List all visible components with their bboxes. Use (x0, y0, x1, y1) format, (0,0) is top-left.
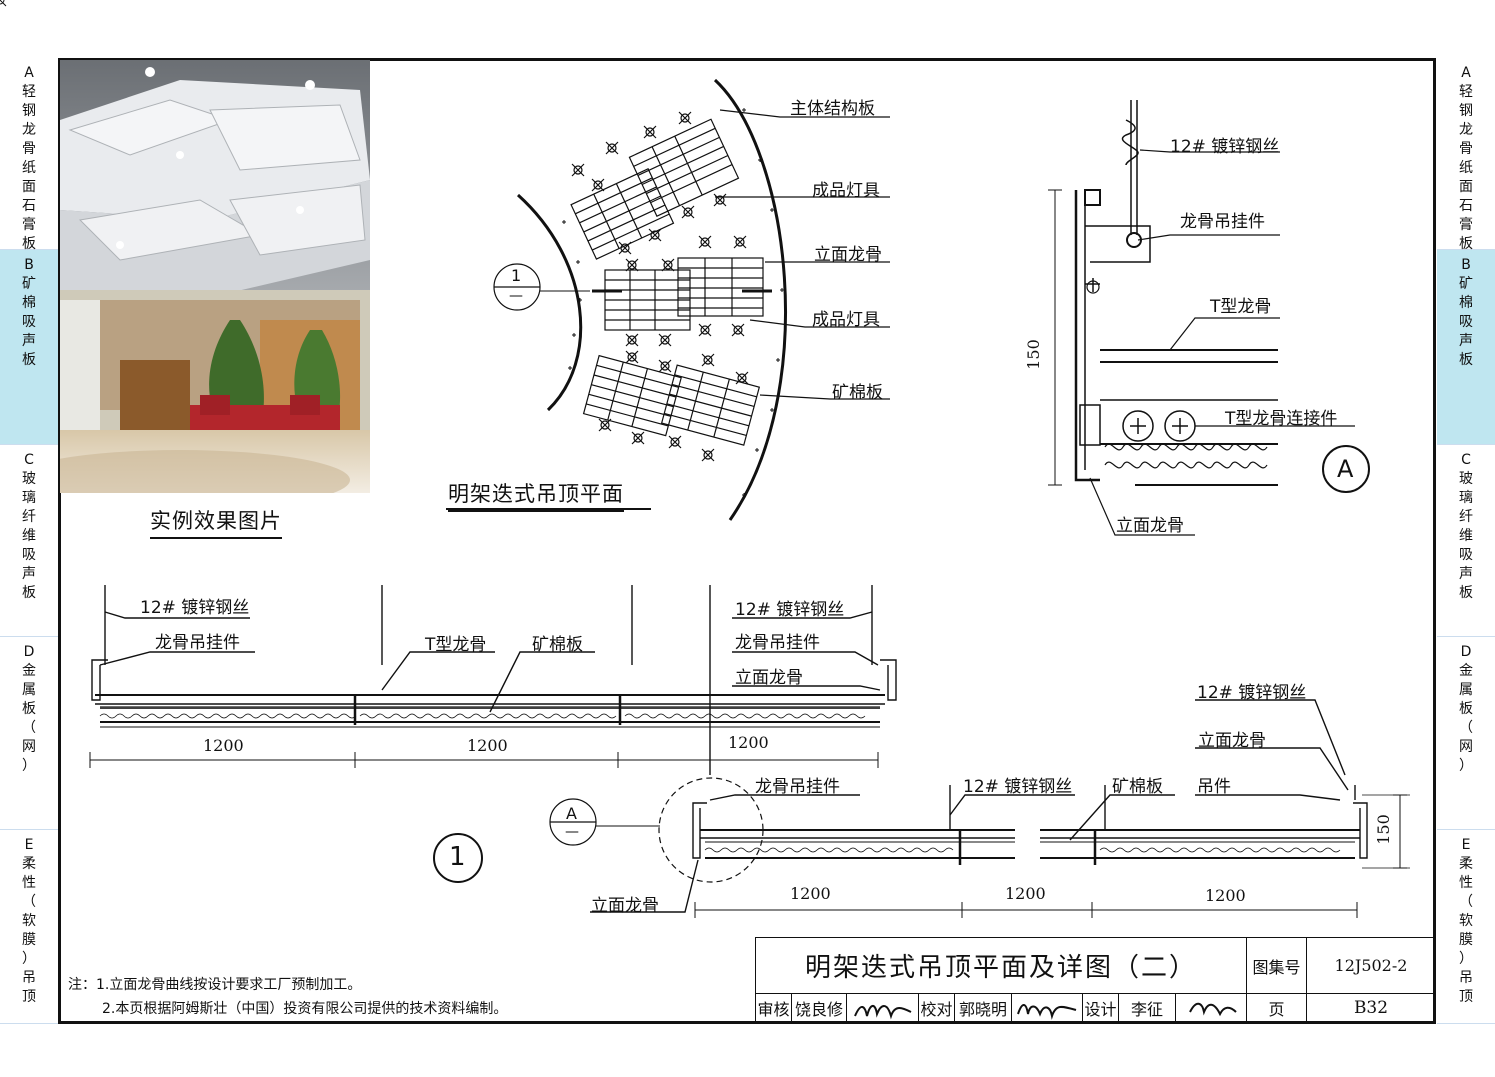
dim-upper-2: 1200 (467, 736, 508, 755)
dim-upper-1: 1200 (203, 736, 244, 755)
designer-signature (1175, 993, 1247, 1023)
reviewer-name: 饶良修 (791, 993, 847, 1023)
page-number: B32 (1306, 993, 1436, 1023)
plan-label-light-2: 成品灯具 (812, 310, 880, 330)
reviewer-signature (846, 993, 919, 1023)
atlas-label: 图集号 (1246, 937, 1307, 994)
drawing-frame (58, 58, 1436, 1024)
section-label-wire-right: 12# 镀锌钢丝 (1197, 683, 1307, 703)
section-label-keel-right: 立面龙骨 (1198, 731, 1266, 751)
detail-a-label-hanger: 龙骨吊挂件 (1180, 212, 1265, 232)
designer-name: 李征 (1118, 993, 1176, 1023)
section-label-wire-mid: 12# 镀锌钢丝 (735, 600, 845, 620)
dim-lower-3: 1200 (1205, 886, 1246, 905)
dim-lower-1: 1200 (790, 884, 831, 903)
section-label-wire-left: 12# 镀锌钢丝 (140, 598, 250, 618)
dim-lower-2: 1200 (1005, 884, 1046, 903)
review-label: 审核 (755, 993, 792, 1023)
photo-caption: 实例效果图片 (150, 505, 282, 539)
checker-name: 郭晓明 (954, 993, 1012, 1023)
section-label-hanger-left: 龙骨吊挂件 (155, 633, 240, 653)
notes-label: 注： (68, 977, 96, 993)
section-label-keel-mid: 立面龙骨 (735, 668, 803, 688)
section-label-wire-lower: 12# 镀锌钢丝 (963, 777, 1073, 797)
section-label-board-upper: 矿棉板 (532, 635, 583, 655)
dim-upper-3: 1200 (728, 733, 769, 752)
checker-signature (1011, 993, 1083, 1023)
section-number: 1 (449, 842, 466, 872)
plan-caption: 明架迭式吊顶平面 (448, 478, 624, 512)
detail-a-marker: A (1337, 455, 1354, 483)
section-label-board-lower: 矿棉板 (1112, 777, 1163, 797)
plan-section-mark-number: 1 (511, 266, 522, 285)
note-2: 2.本页根据阿姆斯壮（中国）投资有限公司提供的技术资料编制。 (102, 1001, 508, 1017)
detail-a-label-connector: T型龙骨连接件 (1225, 409, 1338, 429)
detail-a-height: 150 (1023, 339, 1043, 370)
note-1: 1.立面龙骨曲线按设计要求工厂预制加工。 (96, 977, 362, 993)
detail-a-label-wire: 12# 镀锌钢丝 (1170, 137, 1280, 157)
section-label-keel-bottom: 立面龙骨 (591, 896, 659, 916)
notes: 注：1.立面龙骨曲线按设计要求工厂预制加工。 2.本页根据阿姆斯壮（中国）投资有… (68, 973, 507, 1021)
plan-section-mark-dash: — (509, 288, 523, 304)
plan-label-keel: 立面龙骨 (814, 245, 882, 265)
section-label-hanger-lower: 龙骨吊挂件 (755, 777, 840, 797)
section-marker-a: A (566, 804, 577, 823)
check-label: 校对 (918, 993, 955, 1023)
design-label: 设计 (1082, 993, 1119, 1023)
section-label-t-keel: T型龙骨 (425, 635, 487, 655)
section-marker-a-dash: — (565, 824, 579, 840)
title-block-title: 明架迭式吊顶平面及详图（二） (755, 937, 1247, 994)
detail-a-label-side-keel: 立面龙骨 (1116, 516, 1184, 536)
dim-height-right: 150 (1373, 814, 1393, 845)
page-label: 页 (1246, 993, 1307, 1023)
plan-label-light-1: 成品灯具 (812, 181, 880, 201)
detail-a-label-t-keel: T型龙骨 (1210, 297, 1272, 317)
plan-label-slab: 主体结构板 (790, 99, 875, 119)
section-label-hang-piece: 吊件 (1197, 777, 1231, 797)
title-block: 明架迭式吊顶平面及详图（二） 图集号 12J502-2 审核 饶良修 校对 郭晓… (755, 937, 1436, 1023)
plan-label-board: 矿棉板 (832, 383, 883, 403)
example-photo (60, 60, 370, 493)
atlas-number: 12J502-2 (1306, 937, 1436, 994)
section-label-hanger-mid: 龙骨吊挂件 (735, 633, 820, 653)
